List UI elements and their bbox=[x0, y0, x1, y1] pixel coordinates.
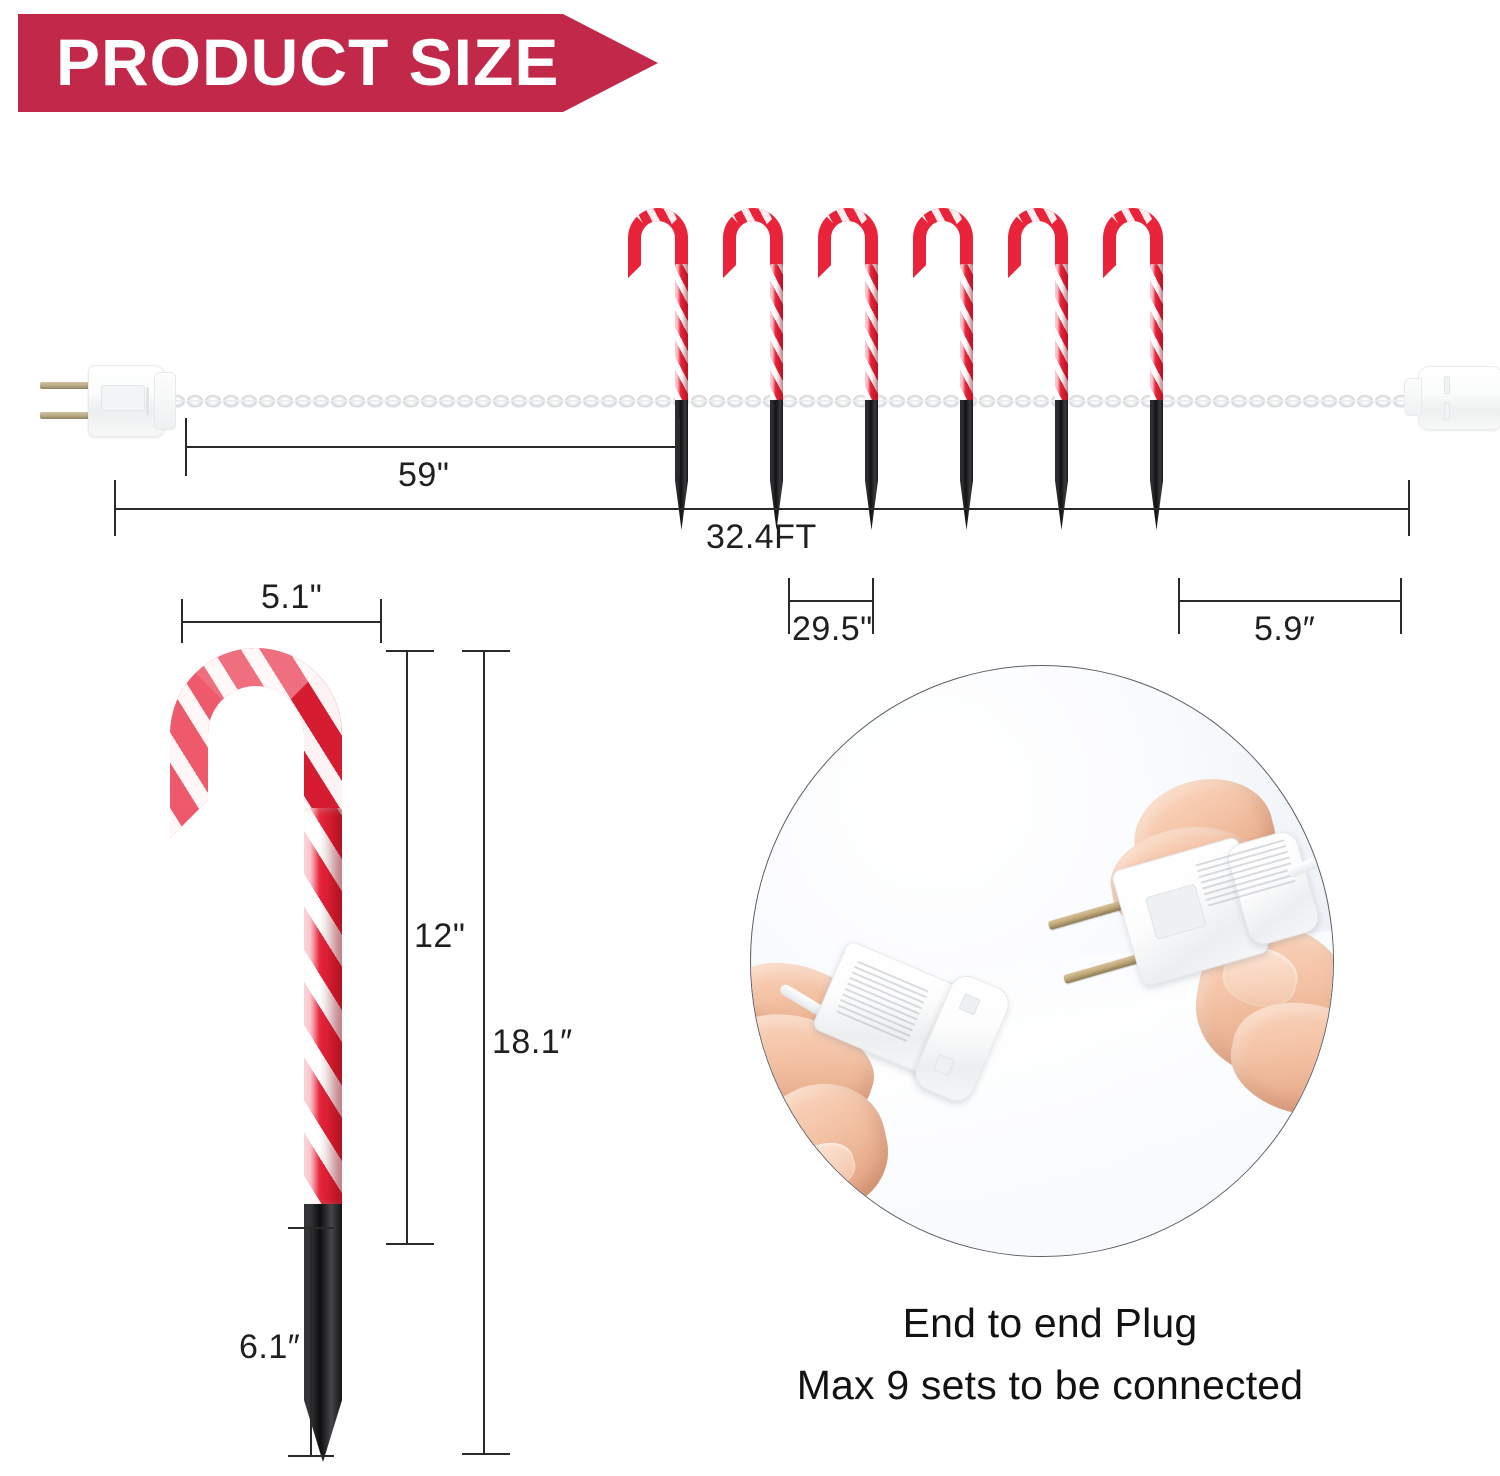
ground-spike-icon bbox=[1150, 400, 1163, 530]
product-size-banner: PRODUCT SIZE bbox=[18, 14, 658, 112]
dim-label-total: 32.4FT bbox=[706, 518, 817, 556]
two-slot-socket-icon bbox=[1404, 366, 1500, 430]
dim-line-12 bbox=[406, 650, 408, 1245]
dim-label-12: 12" bbox=[414, 917, 466, 955]
dim-tick-181-bottom bbox=[462, 1453, 510, 1455]
dim-line-total bbox=[114, 508, 1410, 510]
plug-window bbox=[101, 385, 145, 411]
dim-label-181: 18.1″ bbox=[492, 1023, 573, 1061]
caption-line-1: End to end Plug bbox=[902, 1300, 1198, 1346]
dim-label-59in: 5.9″ bbox=[1254, 610, 1316, 648]
socket-slot-lower bbox=[1444, 402, 1450, 420]
cane-hook-stripe bbox=[818, 208, 878, 278]
plug-shoulder bbox=[154, 372, 176, 430]
dim-tick-12-top bbox=[386, 650, 434, 652]
plug-prong-upper bbox=[40, 382, 102, 389]
socket-slot-upper bbox=[1444, 376, 1450, 394]
dim-tick-12-bottom bbox=[386, 1243, 434, 1245]
dim-label-295: 29.5" bbox=[792, 610, 873, 648]
photo-caption: End to end Plug Max 9 sets to be connect… bbox=[700, 1292, 1400, 1416]
ground-spike-icon bbox=[675, 400, 688, 530]
plug-ridge bbox=[146, 387, 149, 415]
ground-spike-icon bbox=[1055, 400, 1068, 530]
dim-label-59: 59" bbox=[398, 456, 450, 494]
connector-photo-icon bbox=[750, 665, 1334, 1257]
dim-tick-295-left bbox=[788, 578, 790, 634]
dim-tick-181-top bbox=[462, 650, 510, 652]
cane-hook-stripe bbox=[913, 208, 973, 278]
dim-line-51 bbox=[181, 621, 382, 623]
banner-title: PRODUCT SIZE bbox=[56, 25, 560, 99]
twisted-white-wire-icon bbox=[168, 393, 1413, 410]
dim-line-61 bbox=[310, 1227, 312, 1457]
dim-line-59in bbox=[1178, 600, 1402, 602]
cane-hook-stripe bbox=[1103, 208, 1163, 278]
dim-line-295 bbox=[788, 600, 874, 602]
two-prong-plug-icon bbox=[38, 365, 183, 437]
dim-tick-59in-right bbox=[1400, 578, 1402, 634]
dim-label-61: 6.1″ bbox=[239, 1328, 301, 1366]
dim-tick-59in-left bbox=[1178, 578, 1180, 634]
ground-spike-icon bbox=[960, 400, 973, 530]
socket-lip bbox=[1404, 378, 1422, 416]
plug-prong-lower bbox=[40, 412, 102, 419]
dim-line-59 bbox=[185, 446, 680, 448]
cane-shaft bbox=[304, 808, 342, 1208]
light-strand-diagram: 59" 29.5" 5.9″ 32.4FT bbox=[0, 150, 1500, 648]
cane-hook-stripe bbox=[723, 208, 783, 278]
ground-spike-icon bbox=[865, 400, 878, 530]
dim-line-181 bbox=[483, 650, 485, 1455]
banner-arrow-shape bbox=[18, 14, 658, 112]
ground-spike-icon bbox=[770, 400, 783, 530]
dim-tick-295-right bbox=[872, 578, 874, 634]
cane-hook-stripe bbox=[628, 208, 688, 278]
dim-label-51: 5.1" bbox=[261, 578, 323, 616]
caption-line-2: Max 9 sets to be connected bbox=[796, 1362, 1304, 1408]
candy-cane-icon bbox=[170, 648, 400, 1462]
socket-body bbox=[1418, 366, 1500, 430]
cane-hook-stripe bbox=[1008, 208, 1068, 278]
